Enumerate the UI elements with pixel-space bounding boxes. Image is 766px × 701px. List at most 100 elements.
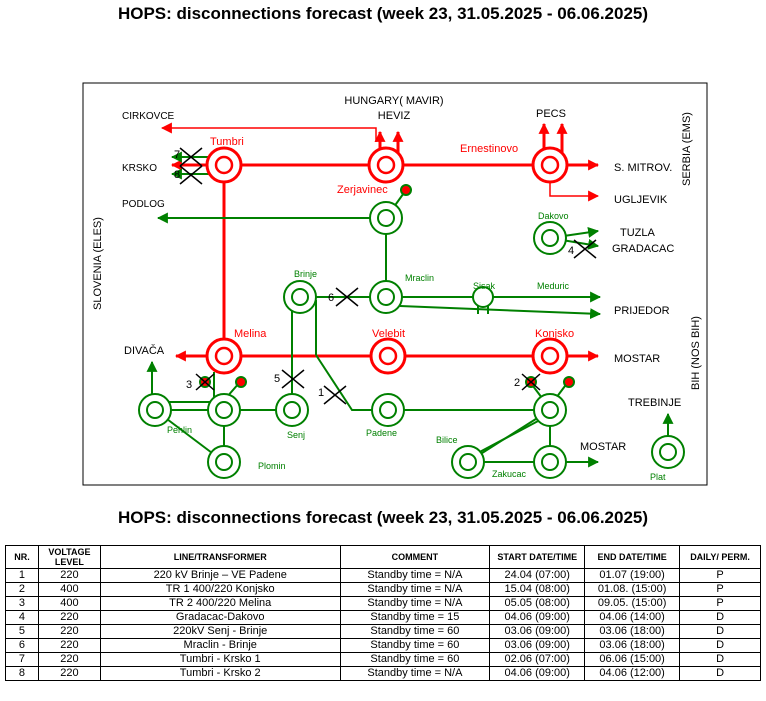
cell-line: Mraclin - Brinje [99,638,341,653]
substation-konjsko-220 [533,393,567,427]
substation-plomin [207,445,241,479]
header-daily-perm: DAILY/ PERM. [679,545,761,569]
line-heviz-cirkovce [160,122,377,142]
label-konjsko: Konjsko [535,328,574,340]
outage-number-2: 2 [514,377,520,389]
outage-mark-1 [323,385,347,405]
label-hungary: HUNGARY( MAVIR) [344,95,443,107]
header-end: END DATE/TIME [584,545,681,569]
cell-daily-perm: D [679,638,761,653]
label-prijedor: PRIJEDOR [614,305,670,317]
cell-comment: Standby time = N/A [339,582,491,597]
label-brinje: Brinje [294,269,317,279]
outage-mark-4 [573,239,597,259]
cell-end: 04.06 (12:00) [584,666,681,681]
substation-velebit [369,337,407,375]
substation-plat [651,435,685,469]
cell-end: 04.06 (14:00) [584,610,681,625]
cell-comment: Standby time = 60 [339,624,491,639]
label-tuzla: TUZLA [620,227,656,239]
cell-start: 05.05 (08:00) [489,596,586,611]
label-mraclin: Mraclin [405,273,434,283]
cell-nr: 1 [5,568,39,583]
outage-number-3: 3 [186,379,192,391]
transformer-melina-2 [235,376,247,388]
label-ernestinovo: Ernestinovo [460,143,518,155]
cell-line: 220kV Senj - Brinje [99,624,341,639]
label-sisak: Sisak [473,281,496,291]
transformer-zerjavinec [400,184,412,196]
substation-sisak [472,286,494,308]
cell-comment: Standby time = N/A [339,568,491,583]
line-konjsko-bilice-2 [473,419,541,456]
cell-voltage: 220 [37,624,101,639]
header-nr: NR. [5,545,39,569]
label-mostar-2: MOSTAR [580,441,626,453]
cell-voltage: 220 [37,638,101,653]
cell-nr: 8 [5,666,39,681]
cell-nr: 3 [5,596,39,611]
cell-voltage: 400 [37,596,101,611]
cell-start: 03.06 (09:00) [489,624,586,639]
cell-line: Gradacac-Dakovo [99,610,341,625]
cell-end: 03.06 (18:00) [584,624,681,639]
cell-daily-perm: D [679,610,761,625]
cell-daily-perm: P [679,568,761,583]
outage-number-4: 4 [568,245,574,257]
cell-comment: Standby time = N/A [339,596,491,611]
cell-voltage: 220 [37,610,101,625]
substation-zerjavinec [369,201,403,235]
label-heviz: HEVIZ [378,110,411,122]
substation-ernestinovo [531,146,569,184]
outage-mark-8 [179,165,203,185]
cell-nr: 2 [5,582,39,597]
cell-voltage: 220 [37,568,101,583]
label-meduric: Meduric [537,281,570,291]
label-plat: Plat [650,472,666,482]
outage-marks [179,147,597,405]
disconnections-table: NR. VOLTAGE LEVEL LINE/TRANSFORMER COMME… [5,545,761,681]
outage-number-8: 8 [174,169,180,181]
label-padene: Padene [366,428,397,438]
cell-line: 220 kV Brinje – VE Padene [99,568,341,583]
label-divaca: DIVAČA [124,344,165,357]
cell-start: 04.06 (09:00) [489,610,586,625]
cell-line: TR 2 400/220 Melina [99,596,341,611]
label-trebinje: TREBINJE [628,397,681,409]
label-velebit: Velebit [372,328,405,340]
substation-zakucac [533,445,567,479]
cell-nr: 7 [5,652,39,667]
cell-nr: 5 [5,624,39,639]
cell-voltage: 400 [37,582,101,597]
label-cirkovce: CIRKOVCE [122,111,175,122]
label-melina: Melina [234,328,267,340]
label-bih: BIH (NOS BIH) [690,316,702,390]
header-line: LINE/TRANSFORMER [99,545,341,569]
diagram-title: HOPS: disconnections forecast (week 23, … [117,4,649,23]
substation-brinje [283,280,317,314]
cell-daily-perm: D [679,624,761,639]
label-slovenia: SLOVENIA (ELES) [92,217,104,310]
cell-comment: Standby time = 60 [339,638,491,653]
label-zakucac: Zakucac [492,469,527,479]
cell-comment: Standby time = 15 [339,610,491,625]
label-ugljevik: UGLJEVIK [614,194,668,206]
substation-padene [371,393,405,427]
outage-mark-6 [335,287,359,307]
label-serbia: SERBIA (EMS) [681,112,693,186]
substation-dakovo [533,221,567,255]
substations-220kv [138,201,685,479]
table-header-row: NR. VOLTAGE LEVEL LINE/TRANSFORMER COMME… [5,545,761,569]
label-s-mitrovica: S. MITROV. [614,162,672,174]
cell-start: 03.06 (09:00) [489,638,586,653]
cell-voltage: 220 [37,666,101,681]
substation-heviz-node [367,146,405,184]
substation-konjsko [531,337,569,375]
cell-line: TR 1 400/220 Konjsko [99,582,341,597]
cell-nr: 4 [5,610,39,625]
